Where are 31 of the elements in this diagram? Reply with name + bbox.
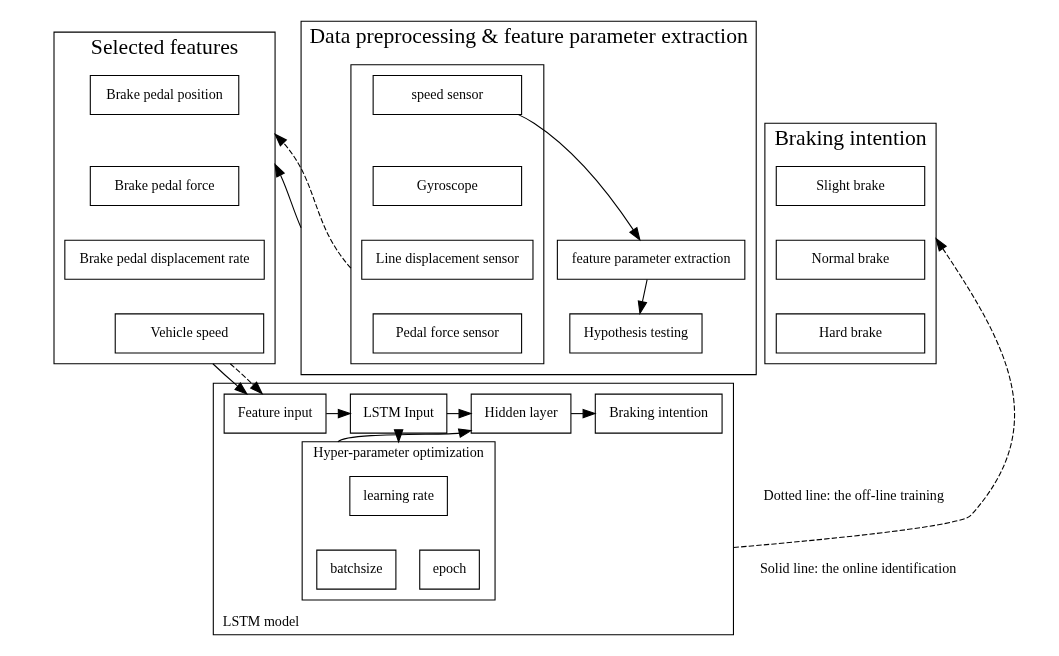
node-box: Braking intention — [594, 393, 723, 434]
arrow — [325, 408, 352, 419]
arrow — [732, 237, 1015, 549]
arrow — [273, 163, 302, 229]
node-box: Feature input — [223, 393, 327, 434]
node-box: Brake pedal position — [89, 74, 239, 116]
node-box: Vehicle speed — [114, 313, 264, 354]
arrow — [229, 363, 263, 395]
arrow — [336, 428, 473, 443]
node-box: Hypothesis testing — [568, 313, 703, 354]
node-box: Brake pedal displacement rate — [63, 239, 265, 280]
node-box: Line displacement sensor — [360, 239, 533, 280]
arrow — [517, 114, 641, 242]
arrow — [273, 133, 351, 269]
node-box: Slight brake — [775, 166, 925, 207]
node-box: epoch — [418, 549, 480, 590]
node-box: Brake pedal force — [89, 166, 239, 207]
node-box: Pedal force sensor — [372, 313, 522, 354]
arrow — [211, 363, 248, 395]
node-box: batchsize — [315, 549, 396, 590]
label: Solid line: the online identification — [759, 560, 956, 577]
node-box: Hard brake — [775, 313, 925, 354]
node-box: learning rate — [348, 475, 448, 516]
label: Dotted line: the off-line training — [763, 486, 944, 503]
node-box: Hidden layer — [470, 393, 571, 434]
node-box: speed sensor — [372, 74, 522, 116]
node-box: Gyroscope — [372, 166, 522, 207]
arrow — [637, 279, 648, 315]
cluster — [349, 64, 544, 365]
node-box: feature parameter extraction — [556, 239, 745, 280]
node-box: Normal brake — [775, 239, 925, 280]
